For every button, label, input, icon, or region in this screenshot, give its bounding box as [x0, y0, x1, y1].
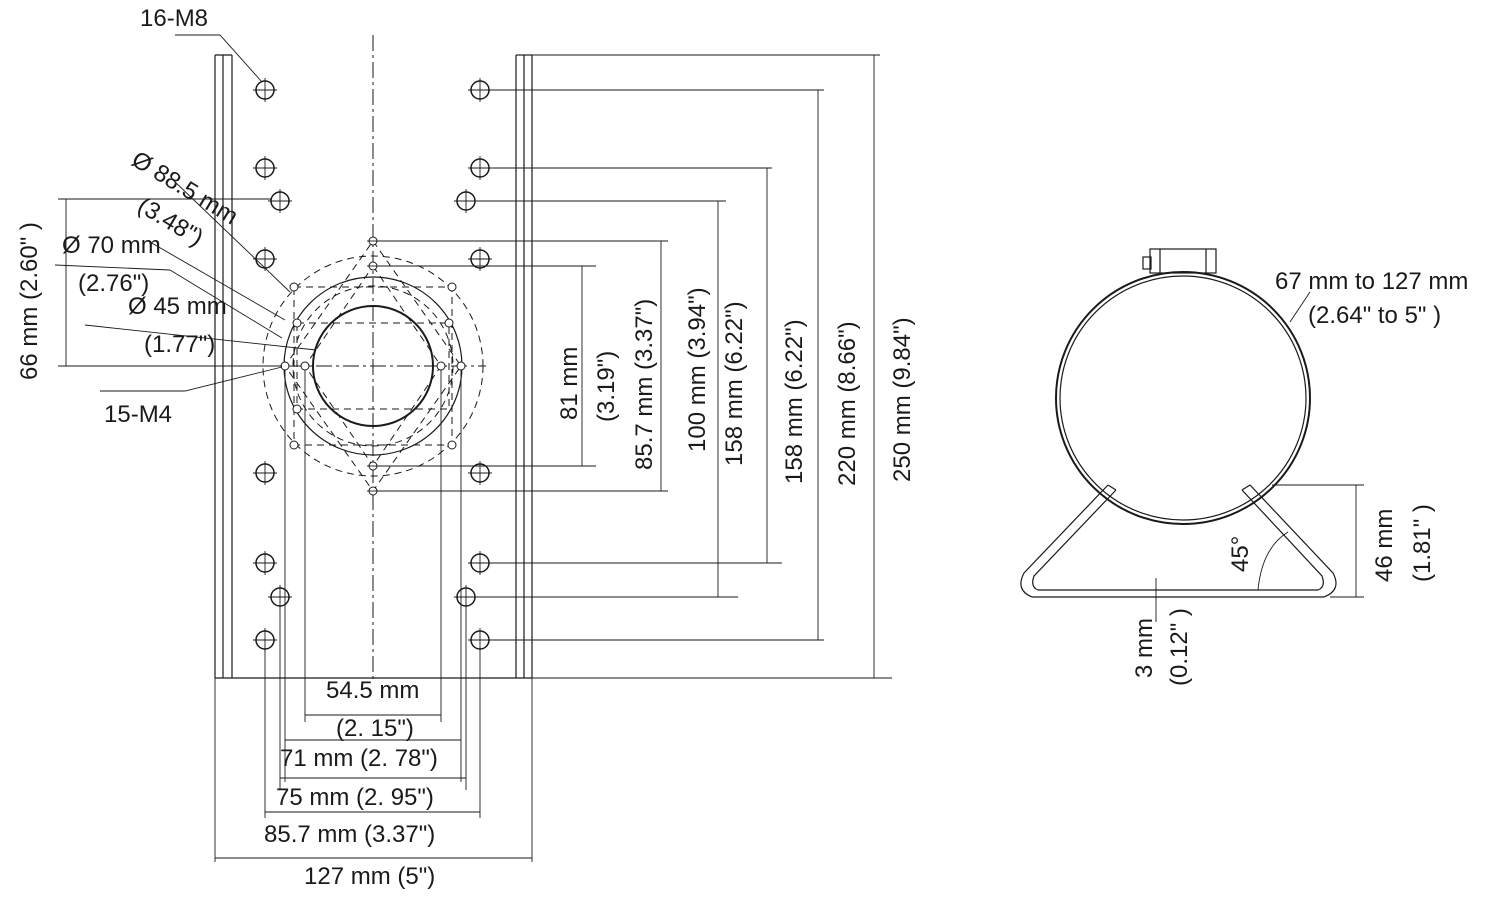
label-dia-45-in: (1.77"): [144, 331, 215, 358]
clamp-support: [1020, 484, 1337, 598]
angle-arc: [1257, 531, 1289, 591]
dim-71-text: 71 mm (2. 78"): [280, 745, 438, 772]
label-16-m8: 16-M8: [140, 5, 208, 32]
label-dia-70-in: (2.76"): [78, 270, 149, 297]
clamp-thick-mm: 3 mm: [1131, 618, 1158, 678]
dim-66-text: 66 mm (2.60" ): [16, 222, 43, 380]
m4-hole: [444, 318, 454, 328]
dim-100-text: 100 mm (3.94"): [684, 287, 711, 452]
clamp-height-in: (1.81" ): [1409, 504, 1436, 582]
clamp-screw-housing: [1142, 248, 1217, 274]
right-dimension-lines: [378, 54, 892, 679]
dim-158-b-text: 158 mm (6.22"): [781, 319, 808, 484]
m4-hole: [280, 361, 290, 371]
bolt-circle-885: [262, 255, 484, 477]
m4-hole: [289, 282, 299, 292]
dim-46-lines: [1272, 484, 1364, 598]
center-hole-45: [312, 305, 434, 427]
m4-hole: [300, 361, 310, 371]
m4-hole: [447, 440, 457, 450]
m4-hole: [292, 404, 302, 414]
m4-hole: [367, 486, 379, 496]
label-dia-70-mm: Ø 70 mm: [62, 232, 161, 259]
plate-outline: [214, 54, 533, 679]
m8-hole: [268, 585, 292, 609]
m4-hole: [292, 318, 302, 328]
clamp-angle-text: 45°: [1227, 536, 1254, 572]
label-15-m4: 15-M4: [104, 401, 172, 428]
dim-158-a-text: 158 mm (6.22"): [721, 301, 748, 466]
clamp-thick-in: (0.12" ): [1166, 608, 1193, 686]
dim-545-in-text: (2. 15"): [336, 715, 414, 742]
clamp-range-in: (2.64" to 5" ): [1308, 302, 1441, 329]
leader-lines: [54, 34, 317, 392]
clamp-band-outer: [1055, 271, 1311, 525]
m8-hole: [253, 628, 277, 652]
dim-75-text: 75 mm (2. 95"): [276, 784, 434, 811]
m8-hole: [468, 551, 492, 575]
m4-hole: [289, 440, 299, 450]
m8-hole: [454, 189, 478, 213]
m4-hole: [436, 361, 446, 371]
m4-hole-group: [280, 236, 466, 496]
m4-hole: [367, 261, 379, 271]
clamp-band-inner: [1059, 275, 1307, 521]
m8-hole: [454, 585, 478, 609]
dim-3-lines: [1150, 578, 1162, 622]
range-leader: [1289, 291, 1311, 323]
m8-hole: [468, 156, 492, 180]
m8-hole: [253, 156, 277, 180]
circle-inner-dash: [292, 285, 454, 447]
m8-hole: [253, 78, 277, 102]
dim-66: [58, 198, 282, 367]
m8-hole: [268, 189, 292, 213]
dim-81-in-text: (3.19"): [593, 351, 620, 422]
m8-hole: [253, 247, 277, 271]
dim-127-text: 127 mm (5"): [304, 863, 435, 890]
m4-hole: [367, 461, 379, 471]
bracket-front-view: 16-M8 15-M4 Ø 88.5 mm (3.48") Ø 70 mm (2…: [16, 5, 916, 890]
dim-545-mm-text: 54.5 mm: [326, 677, 419, 704]
label-dia-45-mm: Ø 45 mm: [128, 293, 227, 320]
m4-hole: [447, 282, 457, 292]
dim-250-text: 250 mm (9.84"): [889, 317, 916, 482]
dim-857-text: 85.7 mm (3.37"): [631, 299, 658, 470]
clamp-range-mm: 67 mm to 127 mm: [1275, 268, 1468, 295]
m8-hole: [253, 461, 277, 485]
bottom-dimension-lines: [214, 370, 533, 862]
m8-hole: [468, 461, 492, 485]
m4-hole: [367, 236, 379, 246]
dim-857-h-text: 85.7 mm (3.37"): [264, 821, 435, 848]
clamp-height-mm: 46 mm: [1371, 509, 1398, 582]
m8-hole: [253, 551, 277, 575]
dim-81-mm-text: 81 mm: [556, 347, 583, 420]
m8-hole: [468, 78, 492, 102]
clamp-side-view: 67 mm to 127 mm (2.64" to 5" ) 45° 3 mm …: [1020, 248, 1468, 686]
m4-hole: [456, 361, 466, 371]
dim-220-text: 220 mm (8.66"): [834, 321, 861, 486]
m8-hole: [468, 247, 492, 271]
m8-hole: [468, 628, 492, 652]
